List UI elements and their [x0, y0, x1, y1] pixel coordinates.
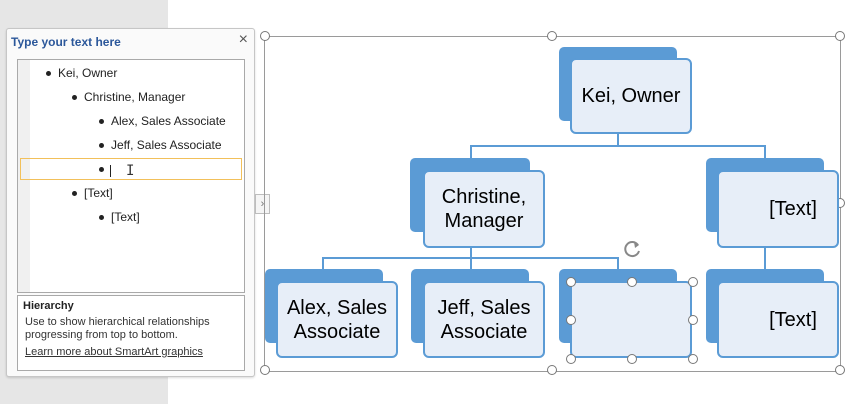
rotate-handle-icon[interactable]: [621, 238, 643, 260]
bullet-icon: [46, 71, 51, 76]
node-label: [Text]: [769, 308, 817, 331]
text-caret: [110, 165, 111, 177]
resize-handle[interactable]: [835, 31, 845, 41]
node-selected-empty[interactable]: [570, 281, 692, 358]
list-item-jeff[interactable]: Jeff, Sales Associate: [99, 136, 222, 154]
resize-handle[interactable]: [260, 31, 270, 41]
list-item-label: [Text]: [84, 186, 113, 200]
layout-description: Hierarchy Use to show hierarchical relat…: [17, 295, 245, 371]
description-title: Hierarchy: [23, 300, 74, 312]
bullet-icon: [72, 191, 77, 196]
bullet-list[interactable]: Kei, Owner Christine, Manager Alex, Sale…: [17, 59, 245, 293]
connector-line: [617, 133, 619, 146]
resize-handle[interactable]: [547, 365, 557, 375]
resize-handle[interactable]: [835, 365, 845, 375]
node-placeholder[interactable]: [Text]: [717, 281, 839, 358]
list-item-manager[interactable]: Christine, Manager: [72, 88, 186, 106]
shape-resize-handle[interactable]: [566, 315, 576, 325]
node-label: Christine, Manager: [441, 186, 527, 232]
bullet-icon: [99, 119, 104, 124]
shape-resize-handle[interactable]: [566, 354, 576, 364]
list-item-placeholder[interactable]: [Text]: [72, 184, 113, 202]
list-item-label: Jeff, Sales Associate: [111, 138, 222, 152]
shape-resize-handle[interactable]: [627, 277, 637, 287]
shape-resize-handle[interactable]: [688, 277, 698, 287]
node-manager[interactable]: Christine, Manager: [423, 170, 545, 248]
node-owner[interactable]: Kei, Owner: [570, 58, 692, 134]
connector-line: [470, 145, 766, 147]
connector-line: [322, 257, 324, 269]
bullet-icon: [99, 215, 104, 220]
node-label: Jeff, Sales Associate: [437, 296, 531, 343]
bullet-icon: [99, 143, 104, 148]
shape-resize-handle[interactable]: [688, 354, 698, 364]
list-item-label: Kei, Owner: [58, 66, 118, 80]
list-item-owner[interactable]: Kei, Owner: [46, 64, 118, 82]
ibeam-cursor-icon: I: [126, 163, 135, 179]
list-item-alex[interactable]: Alex, Sales Associate: [99, 112, 226, 130]
connector-line: [470, 145, 472, 159]
resize-handle[interactable]: [547, 31, 557, 41]
list-gutter: [18, 60, 30, 292]
connector-line: [764, 245, 766, 269]
bullet-icon: [99, 167, 104, 172]
pane-title: Type your text here: [11, 35, 121, 49]
text-pane-toggle-button[interactable]: ›: [255, 194, 270, 214]
connector-line: [764, 145, 766, 159]
list-item-label: [Text]: [111, 210, 140, 224]
bullet-icon: [72, 95, 77, 100]
connector-line: [617, 257, 619, 269]
list-item-label: Christine, Manager: [84, 90, 186, 104]
smartart-text-pane: Type your text here × Kei, Owner Christi…: [6, 28, 255, 377]
shape-resize-handle[interactable]: [627, 354, 637, 364]
node-label: Kei, Owner: [581, 85, 681, 107]
list-item-placeholder[interactable]: [Text]: [99, 208, 140, 226]
resize-handle[interactable]: [260, 365, 270, 375]
shape-resize-handle[interactable]: [688, 315, 698, 325]
active-list-row[interactable]: [20, 158, 242, 180]
learn-more-link[interactable]: Learn more about SmartArt graphics: [25, 346, 203, 358]
close-icon[interactable]: ×: [238, 31, 248, 48]
node-label: [Text]: [769, 198, 817, 220]
description-body: Use to show hierarchical relationships p…: [25, 316, 210, 341]
node-label: Alex, Sales Associate: [286, 296, 388, 343]
list-item-label: Alex, Sales Associate: [111, 114, 226, 128]
node-placeholder[interactable]: [Text]: [717, 170, 839, 248]
connector-line: [322, 257, 619, 259]
node-alex[interactable]: Alex, Sales Associate: [276, 281, 398, 358]
node-jeff[interactable]: Jeff, Sales Associate: [423, 281, 545, 358]
shape-resize-handle[interactable]: [566, 277, 576, 287]
